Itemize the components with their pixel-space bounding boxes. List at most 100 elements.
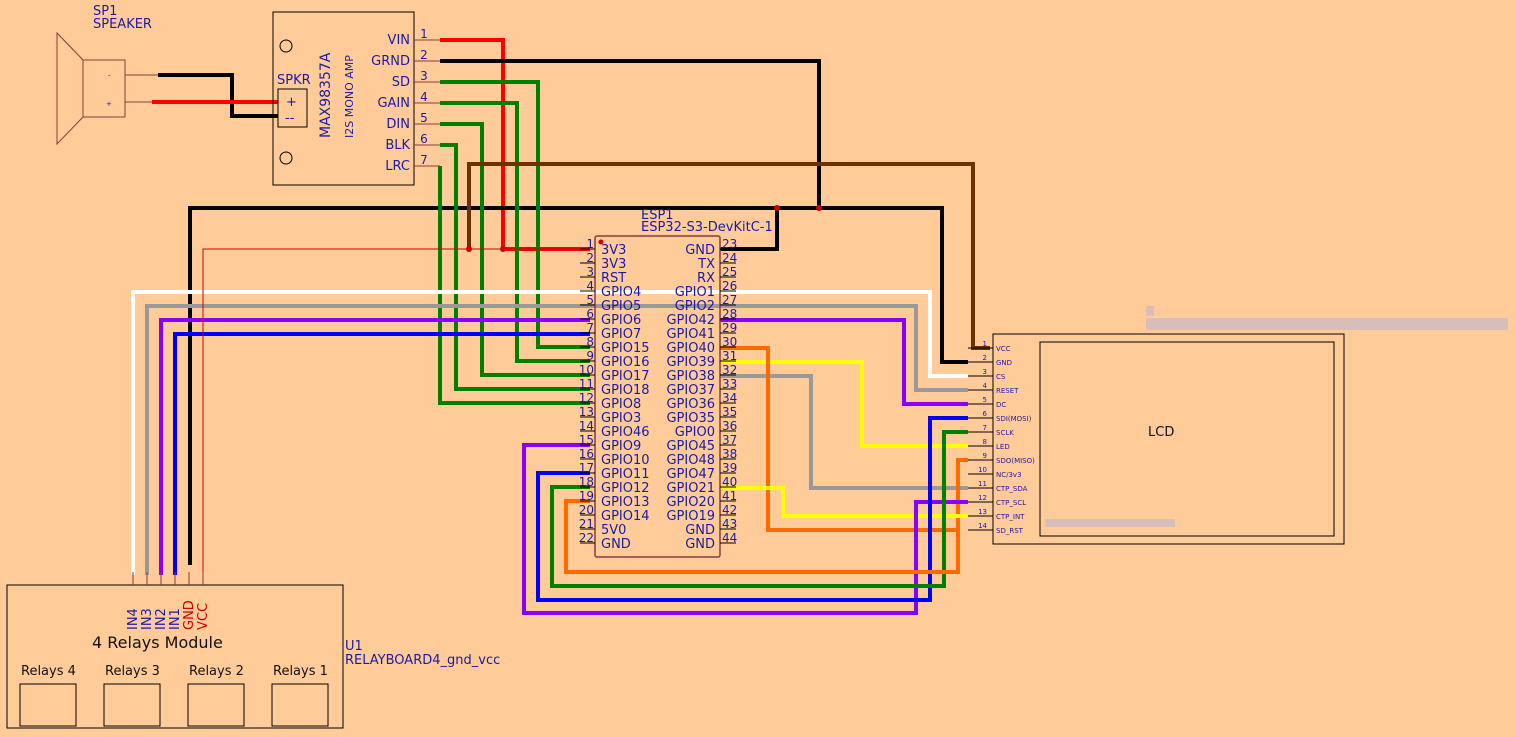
- esp-pin-number: 22: [579, 531, 594, 545]
- relay-channel-box: [19, 683, 77, 727]
- wire-gnd-bus: [188, 206, 968, 565]
- esp-pin-number: 36: [722, 419, 737, 433]
- wire-gpio42-dc: [720, 318, 968, 406]
- esp-pin-name: GPIO0: [675, 425, 715, 440]
- esp-pin-number: 27: [722, 293, 737, 307]
- relay-pin-name: IN4: [126, 608, 141, 630]
- lcd-title: LCD: [1148, 425, 1174, 440]
- relay-title: 4 Relays Module: [92, 633, 223, 652]
- lcd-pin-number: 5: [983, 396, 987, 404]
- esp-pin-name: GPIO9: [601, 439, 641, 454]
- esp-pin-number: 3: [586, 265, 594, 279]
- lcd-pin-number: 14: [978, 522, 987, 530]
- amp-subtitle: I2S MONO AMP: [343, 55, 356, 138]
- esp-pin-name: GPIO17: [601, 369, 650, 384]
- esp-pin-name: GPIO39: [666, 355, 715, 370]
- amp-pin-number: 5: [420, 111, 428, 125]
- esp-pin-number: 12: [579, 391, 594, 405]
- esp-pin-name: GPIO47: [666, 467, 715, 482]
- esp-pin-name: GPIO8: [601, 397, 641, 412]
- esp-pin-name: GPIO15: [601, 341, 650, 356]
- lcd-pin-number: 3: [983, 368, 987, 376]
- esp-pin-name: GPIO5: [601, 299, 641, 314]
- relay-channel-box: [103, 683, 161, 727]
- relay-ref: U1: [345, 639, 363, 654]
- speaker-ref: SP1: [93, 4, 117, 19]
- amp-pin-number: 4: [420, 90, 428, 104]
- esp-pin-name: GPIO46: [601, 425, 650, 440]
- esp-pin-name: GPIO45: [666, 439, 715, 454]
- esp-pin-number: 7: [586, 321, 594, 335]
- esp-pin-name: GPIO19: [666, 509, 715, 524]
- esp-pin-name: RX: [697, 271, 715, 286]
- lcd-pin-number: 4: [983, 382, 988, 390]
- amp-mount-hole: [279, 151, 293, 165]
- amp-spkr-terminal: [277, 88, 308, 128]
- esp-pin-name: GPIO21: [666, 481, 715, 496]
- relay-channel-box: [187, 683, 245, 727]
- lcd-pin-name: LED: [996, 443, 1010, 451]
- speaker-symbol[interactable]: SP1 SPEAKER - +: [56, 4, 158, 146]
- esp-pin-name: GPIO37: [666, 383, 715, 398]
- lcd-outer-body: [992, 333, 1345, 545]
- lcd-pin-number: 13: [978, 508, 987, 516]
- wire-layer: [131, 38, 990, 615]
- esp-pin-number: 18: [579, 475, 594, 489]
- wire-blk: [440, 143, 590, 391]
- wire-lrc: [438, 166, 590, 405]
- esp-pin-number: 20: [579, 503, 594, 517]
- speaker-plus-label: +: [106, 100, 112, 108]
- esp-pin-name: GPIO41: [666, 327, 715, 342]
- wire-speaker-minus: [158, 73, 278, 118]
- esp-pin-number: 5: [586, 293, 594, 307]
- lcd-pin-name: CTP_SDA: [996, 485, 1028, 493]
- amp-pin-name: GAIN: [377, 96, 410, 111]
- lcd-pin-name: VCC: [996, 345, 1011, 353]
- esp-pin-number: 24: [722, 251, 737, 265]
- amp-pin-number: 7: [420, 153, 428, 167]
- lcd-pin-number: 11: [978, 480, 987, 488]
- relay-pin-name: VCC: [196, 603, 211, 630]
- esp-pin-name: GPIO1: [675, 285, 715, 300]
- esp-pin-name: GPIO13: [601, 495, 650, 510]
- esp-pin-number: 1: [586, 237, 594, 251]
- esp-pin-name: GPIO14: [601, 509, 650, 524]
- esp-pin-name: GPIO36: [666, 397, 715, 412]
- wire-sd: [440, 80, 590, 349]
- wire-gpio40-miso: [720, 346, 968, 532]
- amp-pin-number: 1: [420, 27, 428, 41]
- relay-pin-name: IN1: [168, 608, 183, 630]
- esp-pin-name: GND: [685, 243, 715, 258]
- esp-pin-number: 13: [579, 405, 594, 419]
- esp-pin-name: GPIO12: [601, 481, 650, 496]
- wire-gpio38-ctp-sda: [720, 374, 968, 490]
- wire-in2: [159, 318, 590, 575]
- amp-pin-name: SD: [392, 75, 410, 90]
- lcd-pin-number: 10: [978, 466, 987, 474]
- wire-gain: [440, 101, 590, 363]
- esp-pin-number: 6: [586, 307, 594, 321]
- esp-pin-number: 37: [722, 433, 737, 447]
- wire-gpio39-led: [720, 360, 968, 448]
- lcd-pin-name: SDO(MISO): [996, 457, 1035, 465]
- relay-channel-label: Relays 3: [105, 664, 160, 679]
- lcd-pin-number: 8: [983, 438, 987, 446]
- esp-pin-number: 23: [722, 237, 737, 251]
- lcd-pin-number: 1: [983, 340, 987, 348]
- relay-body: [6, 584, 344, 729]
- esp-pin-name: GPIO16: [601, 355, 650, 370]
- esp-pin-number: 42: [722, 503, 737, 517]
- esp-pin-number: 39: [722, 461, 737, 475]
- lcd-module[interactable]: LCD 1VCC2GND3CS4RESET5DC6SDI(MOSI)7SCLK8…: [968, 306, 1508, 545]
- esp-pin-name: GPIO7: [601, 327, 641, 342]
- esp-pin-name: 3V3: [601, 243, 626, 258]
- relay-channel-box: [271, 683, 329, 727]
- lcd-pin-group: 1VCC2GND3CS4RESET5DC6SDI(MOSI)7SCLK8LED9…: [968, 340, 1035, 535]
- lcd-pin-name: CTP_SCL: [996, 499, 1026, 507]
